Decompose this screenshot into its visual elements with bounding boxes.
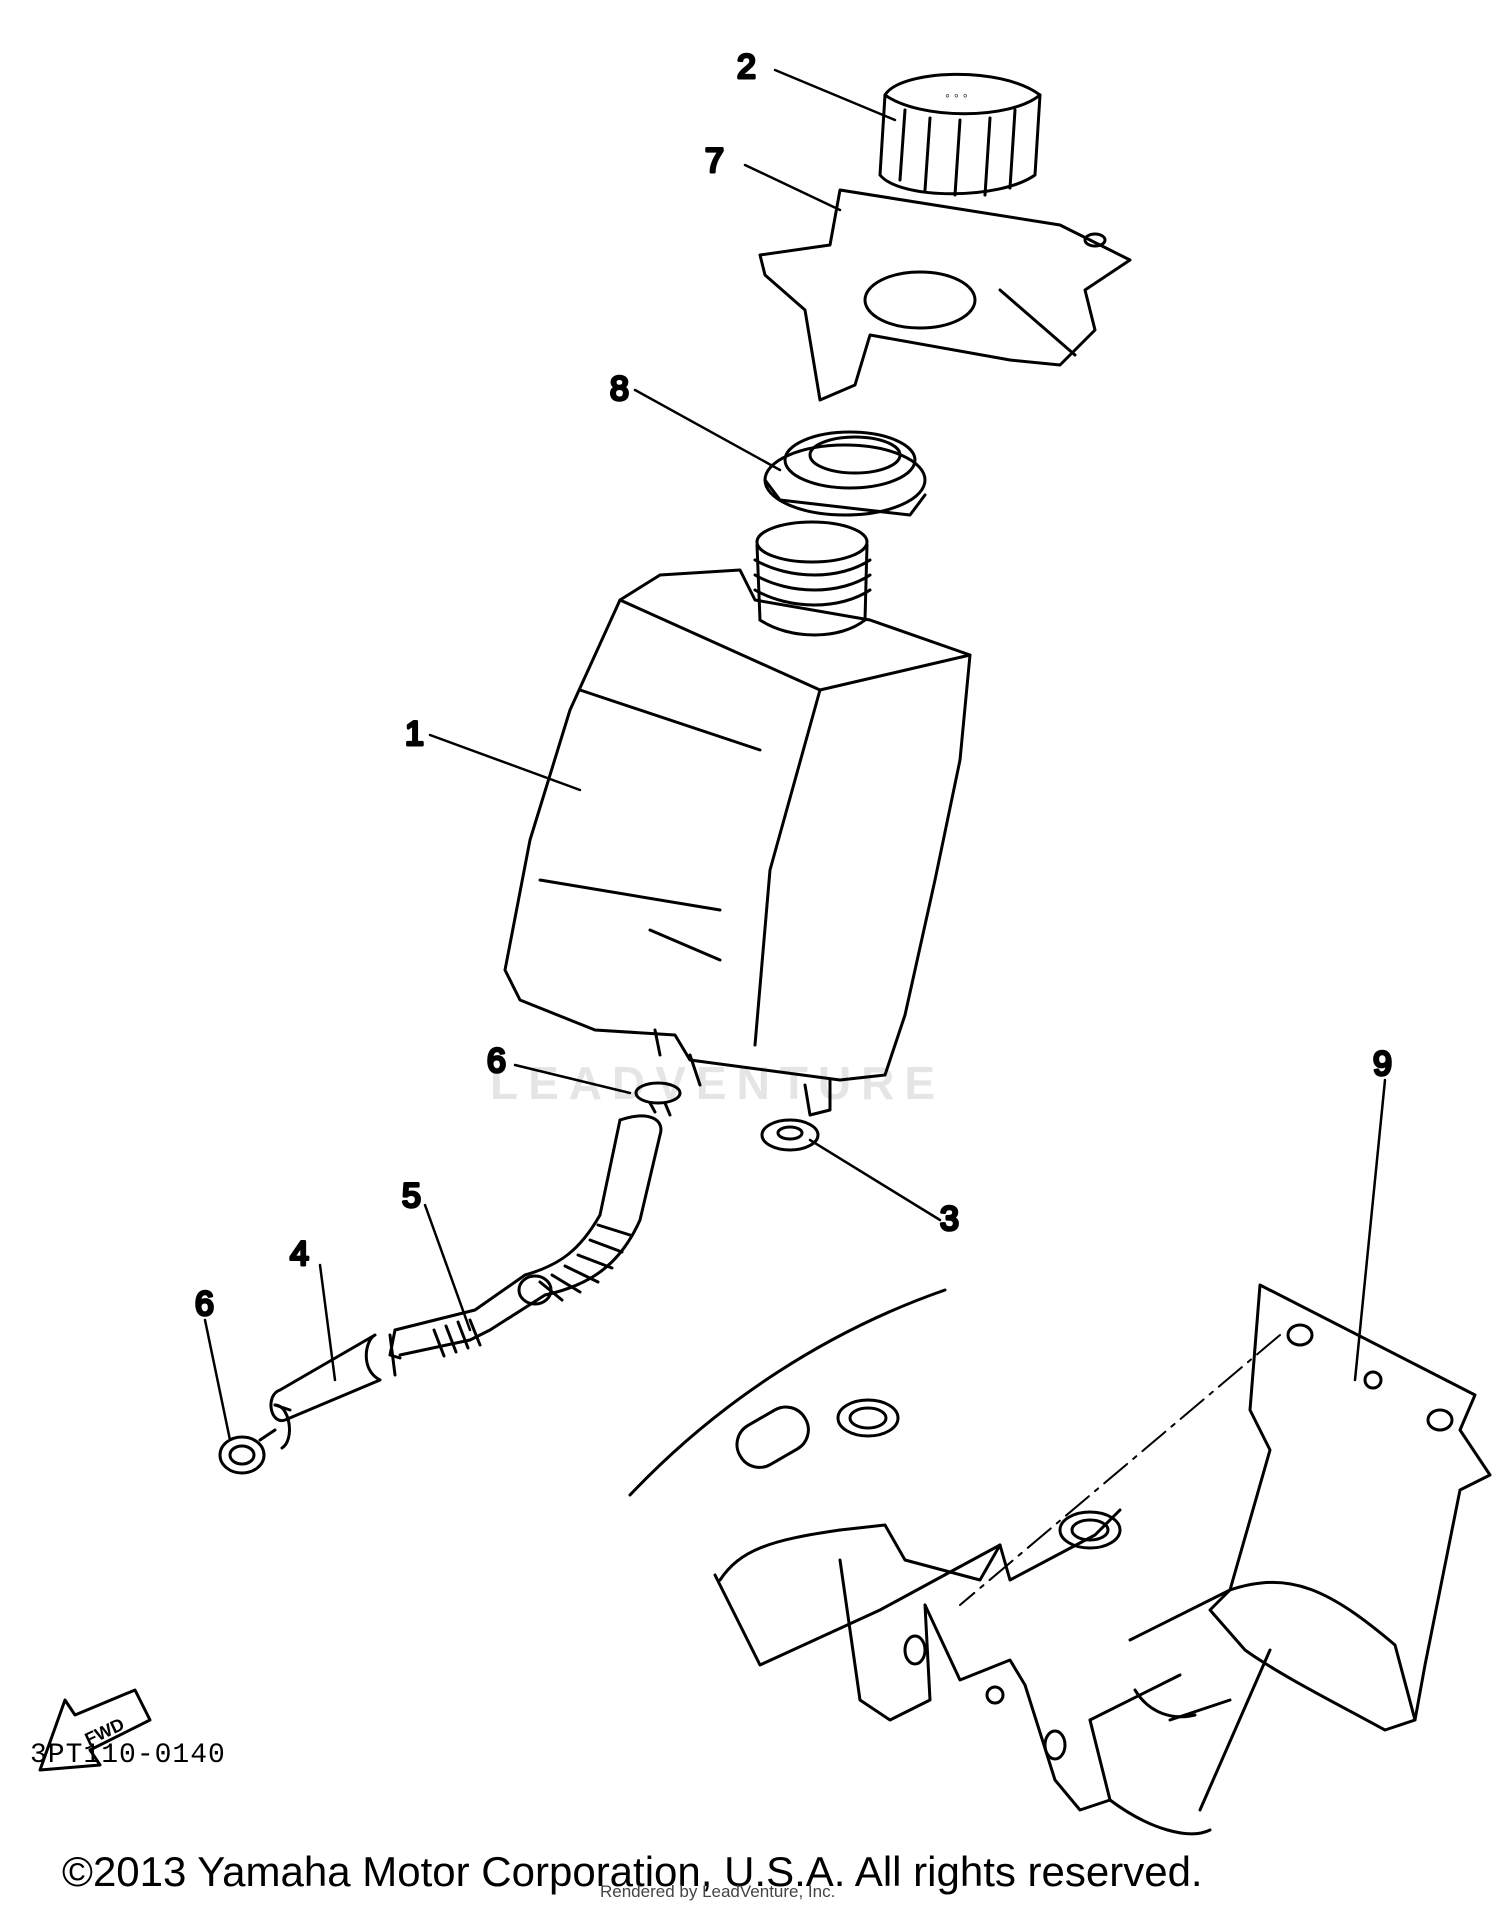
- callout-6-upper: 6: [487, 1042, 506, 1080]
- alignment-line: [959, 1334, 1281, 1606]
- callout-3: 3: [940, 1200, 959, 1238]
- rendered-by-text: Rendered by LeadVenture, Inc.: [600, 1882, 836, 1901]
- hose-part: [388, 1114, 663, 1360]
- svg-text:◦ ◦ ◦: ◦ ◦ ◦: [945, 87, 968, 103]
- clip-upper-part: [634, 1081, 682, 1117]
- watermark: LEADVENTURE: [490, 1057, 946, 1109]
- bracket-part: [758, 188, 1132, 402]
- callout-2: 2: [737, 48, 756, 86]
- tank-part: [503, 520, 972, 1117]
- callout-8: 8: [610, 370, 629, 408]
- callout-1: 1: [405, 715, 424, 753]
- callout-7: 7: [705, 142, 724, 180]
- gasket-part: [763, 430, 927, 517]
- callout-5: 5: [402, 1177, 421, 1215]
- copyright-text: ©2013 Yamaha Motor Corporation, U.S.A. A…: [62, 1848, 1203, 1895]
- grommet-part: [760, 1118, 820, 1152]
- callout-9: 9: [1373, 1045, 1392, 1083]
- callout-6-lower: 6: [195, 1285, 214, 1323]
- leader-lines: [203, 68, 1387, 1442]
- diagram-code: 3PT110-0140: [30, 1740, 226, 1771]
- callout-4: 4: [290, 1235, 309, 1273]
- plate-part: [1208, 1283, 1492, 1732]
- frame-structure: [628, 1288, 1272, 1836]
- pipe-part: [269, 1333, 397, 1422]
- cap-part: ◦ ◦ ◦: [878, 72, 1042, 197]
- clip-lower-part: [218, 1403, 292, 1475]
